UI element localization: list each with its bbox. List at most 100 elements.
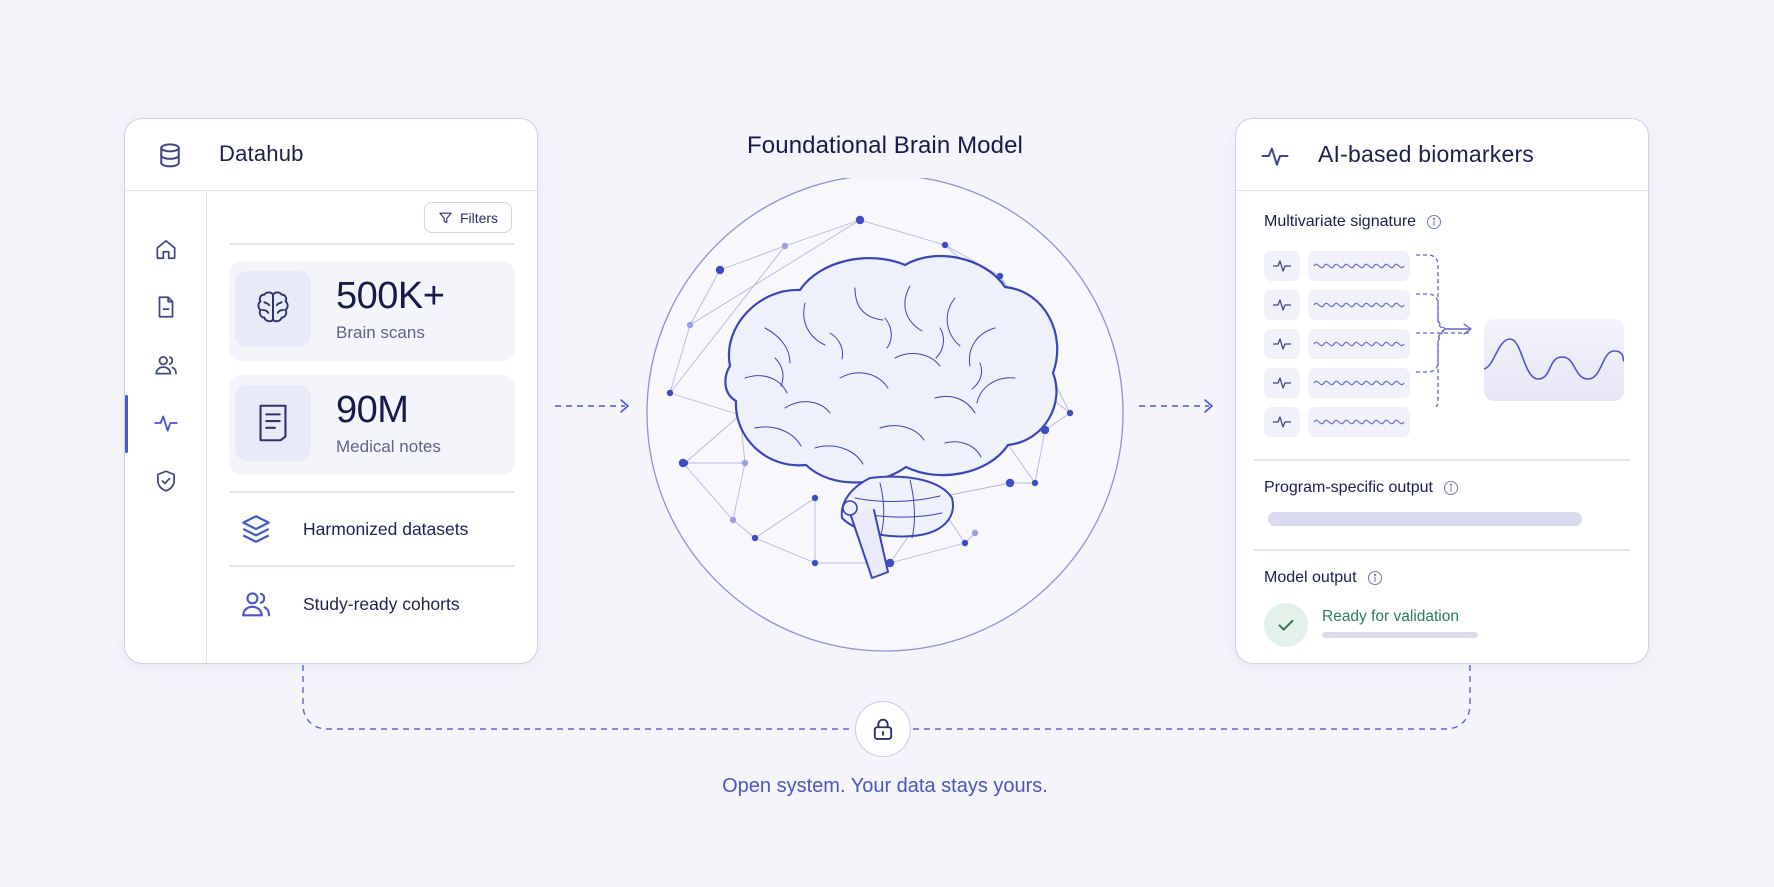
signal-icon-box (1264, 251, 1300, 281)
signal-icon-box (1264, 368, 1300, 398)
network-edge (732, 462, 746, 521)
datahub-header: Datahub (125, 119, 537, 191)
layers-icon (242, 515, 270, 543)
network-node (781, 242, 789, 250)
stat-value: 500K+ (336, 275, 445, 317)
stat-label: Brain scans (336, 323, 425, 342)
signal-wave (1313, 380, 1405, 386)
sidebar-item-security[interactable] (125, 459, 207, 503)
brain-icon (257, 291, 289, 323)
brain-network-illustration (646, 178, 1124, 652)
network-edge (682, 462, 734, 521)
network-node (961, 539, 969, 547)
stat-card-brain-scans: 500K+ Brain scans (229, 261, 515, 361)
signature-row (1264, 407, 1410, 437)
network-edge (754, 497, 816, 539)
status-text: Ready for validation (1322, 608, 1459, 625)
signature-connectors (1416, 254, 1472, 407)
filters-button[interactable]: Filters (424, 202, 512, 233)
center-title: Foundational Brain Model (747, 132, 1023, 159)
network-node (741, 459, 749, 467)
datahub-title: Datahub (219, 141, 304, 166)
signal-wave (1313, 341, 1405, 347)
signal-wave-box (1308, 290, 1410, 320)
sidebar-item-home[interactable] (125, 227, 207, 271)
network-edge (719, 245, 786, 271)
datahub-panel: Datahub (124, 118, 538, 664)
filter-icon (439, 212, 452, 224)
biomarkers-panel: AI-based biomarkers Multivariate signatu… (1235, 118, 1649, 664)
signal-wave-box (1308, 407, 1410, 437)
pulse-icon (154, 415, 178, 432)
network-node (678, 458, 688, 468)
section-label-text: Multivariate signature (1264, 213, 1417, 230)
info-icon[interactable] (1367, 570, 1383, 586)
network-edge (859, 219, 946, 246)
stat-icon-box (235, 385, 311, 461)
signature-row (1264, 290, 1410, 320)
combined-signal-wave (1484, 338, 1624, 380)
signal-wave (1313, 419, 1405, 425)
section-label-text: Program-specific output (1264, 479, 1433, 496)
signal-wave-box (1308, 368, 1410, 398)
network-edge (684, 414, 741, 464)
sidebar-item-documents[interactable] (125, 285, 207, 329)
network-node (686, 321, 694, 329)
feature-label: Study-ready cohorts (303, 593, 460, 614)
sidebar-item-users[interactable] (125, 343, 207, 387)
pulse-icon (1273, 338, 1291, 350)
program-output-bar (1268, 512, 1582, 526)
database-icon (160, 143, 180, 168)
note-icon (259, 404, 287, 442)
network-edge (889, 542, 966, 564)
network-node (729, 516, 737, 524)
network-node (811, 494, 819, 502)
feature-study-ready-cohorts: Study-ready cohorts (229, 574, 515, 634)
feature-label: Harmonized datasets (303, 518, 469, 539)
network-node (811, 559, 819, 567)
signal-wave (1313, 302, 1405, 308)
signature-row (1264, 368, 1410, 398)
network-edge (669, 245, 786, 394)
network-edge (1006, 442, 1036, 484)
flow-arrow-left (555, 399, 629, 413)
status-check (1264, 603, 1308, 647)
network-edge (754, 537, 816, 564)
info-icon[interactable] (1443, 480, 1459, 496)
network-node (885, 558, 895, 568)
network-node (751, 534, 759, 542)
signature-row (1264, 329, 1410, 359)
connection-loop (302, 665, 1471, 730)
network-node (1005, 478, 1015, 488)
section-label-text: Model output (1264, 569, 1357, 586)
info-icon[interactable] (1426, 214, 1442, 230)
signal-wave (1313, 263, 1405, 269)
network-node (971, 529, 979, 537)
divider (229, 565, 515, 567)
brain-illustration (724, 254, 1059, 579)
biomarkers-title: AI-based biomarkers (1318, 141, 1534, 167)
model-output-label: Model output (1264, 569, 1383, 587)
tagline: Open system. Your data stays yours. (722, 775, 1048, 797)
signal-icon-box (1264, 290, 1300, 320)
network-edge (944, 244, 1001, 277)
signal-wave-box (1308, 251, 1410, 281)
flow-arrow-right (1139, 399, 1213, 413)
stat-card-medical-notes: 90M Medical notes (229, 375, 515, 475)
pulse-icon (1273, 260, 1291, 272)
network-edge (1034, 429, 1046, 484)
filters-label: Filters (459, 209, 499, 226)
network-edge (689, 269, 721, 326)
network-node (1066, 409, 1074, 417)
network-node (715, 265, 725, 275)
divider (1254, 459, 1630, 461)
document-icon (158, 296, 174, 318)
divider (229, 491, 515, 493)
sidebar-item-activity[interactable] (125, 395, 207, 453)
divider (229, 243, 515, 245)
network-node (855, 215, 865, 225)
home-icon (156, 240, 176, 260)
network-edge (669, 324, 691, 394)
lock-badge (855, 701, 911, 757)
